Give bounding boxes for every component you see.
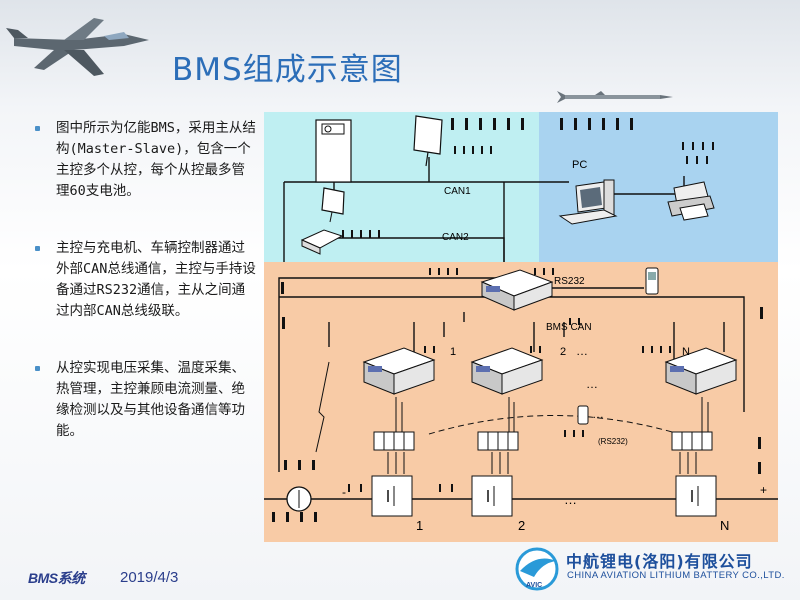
slave-1-label: 1 [450,346,456,358]
minus-terminal-label: - [342,485,346,499]
slave-controller-icon [470,347,544,395]
monitor-panel-icon [413,115,443,167]
handheld-device-icon [645,267,659,295]
can2-label: CAN2 [442,232,469,243]
footer-date: 2019/4/3 [120,569,179,586]
slave-dots: … [592,407,604,421]
slave-2-label: 2 [560,346,566,358]
pc-label: PC [572,159,587,171]
avic-logo-icon: AVIC [515,547,559,591]
display-icon [321,187,345,223]
company-name-zh: 中航锂电(洛阳)有限公司 [566,552,753,571]
page-title: BMS组成示意图 [172,52,403,88]
rs232-label: RS232 [554,276,585,287]
battery-1-label: 1 [416,518,423,533]
bms-can-label: BMS CAN [546,322,592,333]
can1-label: CAN1 [444,186,471,197]
slave-controller-icon [664,347,738,395]
bullet-item: 主控与充电机、车辆控制器通过外部CAN总线通信，主控与手持设备通过RS232通信… [30,238,258,322]
pc-icon [558,179,618,225]
bullet-item: 从控实现电压采集、温度采集、热管理，主控兼顾电流测量、绝缘检测以及与其他设备通信… [30,358,258,442]
bms-diagram: CAN1 CAN2 PC RS232 BMS CAN [264,112,778,542]
fighter-jet-icon [6,18,149,76]
zone-pc [539,112,778,262]
battery-pack-icon [371,475,413,517]
charger-icon [315,119,352,183]
current-sensor-icon [286,486,312,512]
bullet-item: 图中所示为亿能BMS，采用主从结构(Master-Slave)，包含一个主控多个… [30,118,258,202]
master-controller-icon [480,269,554,311]
slave-dots: … [576,344,588,358]
vehicle-controller-icon [300,229,344,255]
rs232-small-label: (RS232) [598,437,628,446]
battery-2-label: 2 [518,518,525,533]
printer-icon [667,181,715,221]
slave-n-label: N [682,346,690,358]
company-name-en: CHINA AVIATION LITHIUM BATTERY CO.,LTD. [567,570,785,581]
terminal-block [373,431,415,451]
handheld-device-icon [577,405,589,425]
footer-brand: BMS系统 [28,570,85,586]
terminal-block [671,431,713,451]
missile-icon [557,91,673,103]
slave-dots: … [586,377,598,391]
battery-n-label: N [720,518,729,533]
bullet-list: 图中所示为亿能BMS，采用主从结构(Master-Slave)，包含一个主控多个… [30,118,258,442]
plus-terminal-label: + [760,483,767,497]
battery-dots: … [564,492,577,507]
avic-mark-text: AVIC [526,582,542,589]
slave-controller-icon [362,347,436,395]
terminal-block [477,431,519,451]
battery-pack-icon [675,475,717,517]
battery-pack-icon [471,475,513,517]
